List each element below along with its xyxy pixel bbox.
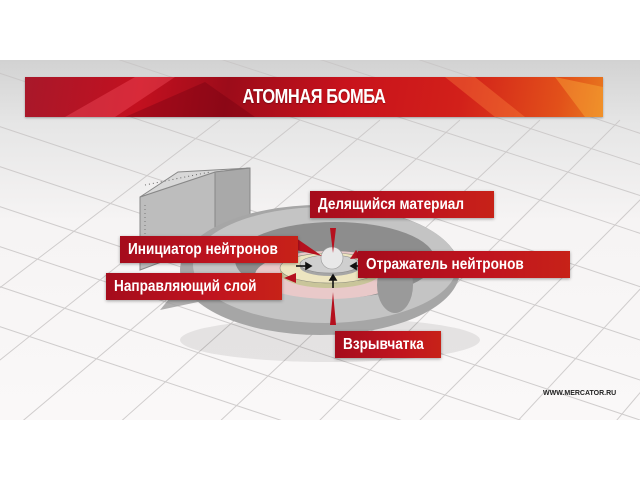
title-banner: АТОМНАЯ БОМБА xyxy=(25,77,603,117)
banner-facets xyxy=(65,77,603,117)
label-guide-layer: Направляющий слой xyxy=(106,273,282,300)
label-explosive: Взрывчатка xyxy=(335,331,441,358)
diagram-frame: АТОМНАЯ БОМБА xyxy=(0,60,640,420)
page-title: АТОМНАЯ БОМБА xyxy=(242,86,386,108)
label-fissile-material: Делящийся материал xyxy=(310,191,494,218)
label-neutron-reflector: Отражатель нейтронов xyxy=(358,251,570,278)
watermark: WWW.MERCATOR.RU xyxy=(543,390,617,397)
label-neutron-initiator: Инициатор нейтронов xyxy=(120,236,298,263)
bomb-illustration xyxy=(139,167,480,362)
